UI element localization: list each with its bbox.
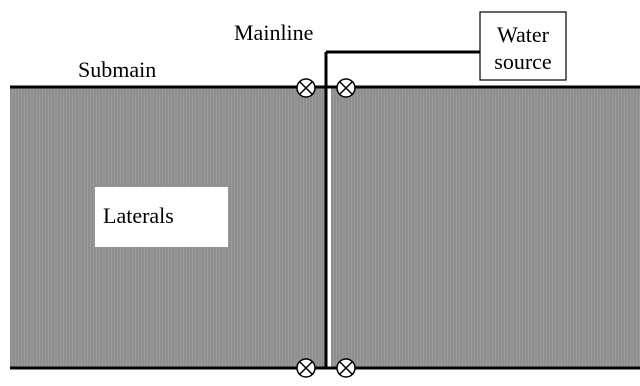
- mainline-label: Mainline: [234, 20, 313, 45]
- valve-top-right: [336, 78, 356, 98]
- laterals-label: Laterals: [103, 203, 174, 228]
- valve-bottom-left: [296, 358, 316, 378]
- right-field: [331, 87, 640, 368]
- valve-bottom-right: [336, 358, 356, 378]
- valve-top-left: [296, 78, 316, 98]
- water-source-label-line2: source: [494, 49, 551, 74]
- submain-label: Submain: [78, 57, 156, 82]
- water-source-label-line1: Water: [497, 22, 550, 47]
- water-source-box: [479, 11, 567, 81]
- laterals-label-box: [95, 187, 228, 247]
